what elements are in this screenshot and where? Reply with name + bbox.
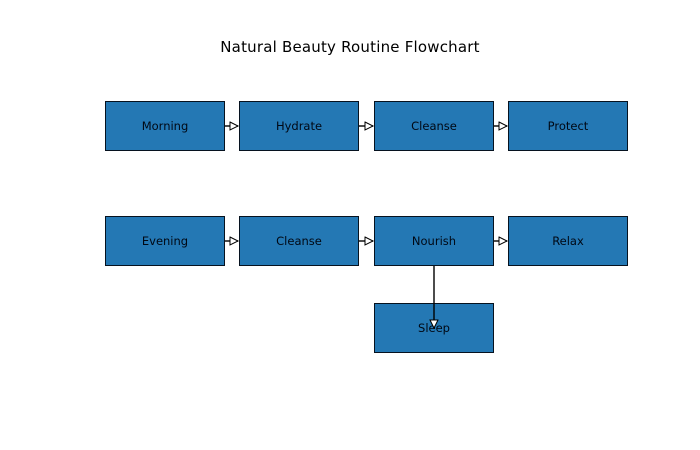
- node-morning: Morning: [105, 101, 225, 151]
- diagram-title: Natural Beauty Routine Flowchart: [220, 38, 480, 56]
- node-evening: Evening: [105, 216, 225, 266]
- node-hydrate: Hydrate: [239, 101, 359, 151]
- node-cleanse-evening: Cleanse: [239, 216, 359, 266]
- node-protect: Protect: [508, 101, 628, 151]
- node-cleanse-morning: Cleanse: [374, 101, 494, 151]
- node-relax: Relax: [508, 216, 628, 266]
- node-nourish: Nourish: [374, 216, 494, 266]
- node-sleep: Sleep: [374, 303, 494, 353]
